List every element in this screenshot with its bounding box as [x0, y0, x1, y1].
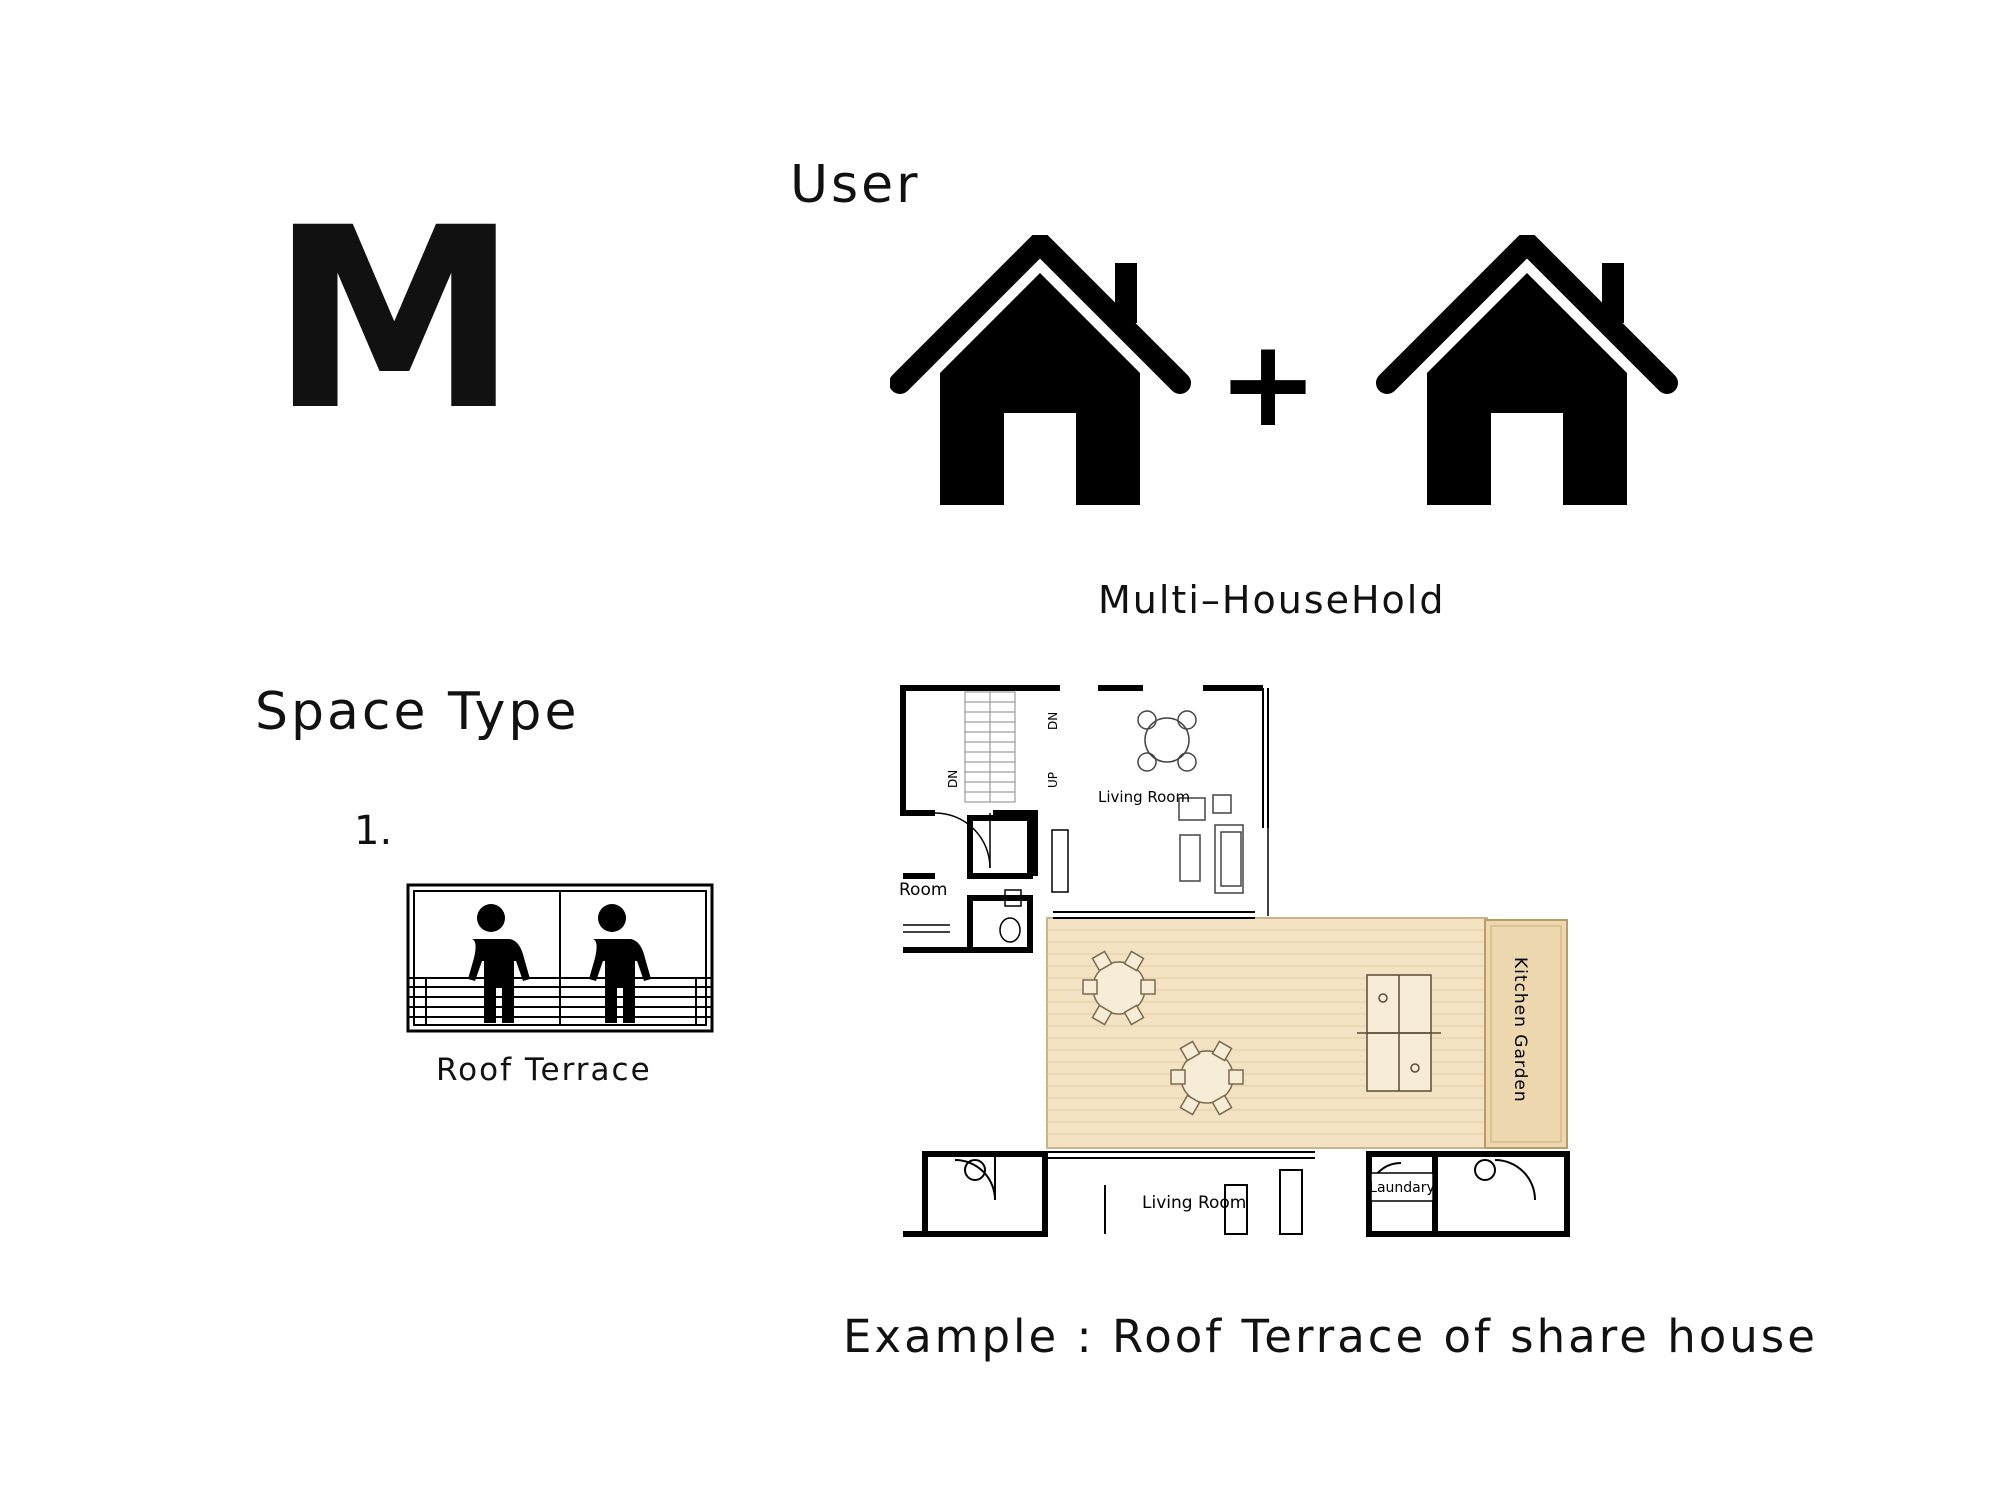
dining-table — [1137, 710, 1197, 772]
example-floor-plan: Kitchen Garden DN UP DN — [899, 685, 1570, 1237]
living-room-label-top: Living Room — [1098, 788, 1190, 806]
space-item-label: Roof Terrace — [436, 1052, 652, 1088]
space-item-number: 1. — [354, 808, 393, 854]
user-caption: Multi–HouseHold — [1098, 578, 1446, 622]
house-icon — [1376, 235, 1678, 505]
space-type-heading: Space Type — [255, 682, 580, 742]
roof-terrace-people-icon — [406, 883, 714, 1033]
person-icon — [468, 904, 530, 1023]
example-caption: Example : Roof Terrace of share house — [843, 1310, 1818, 1363]
stair — [964, 691, 1016, 803]
user-icons-group: + — [890, 235, 1678, 505]
plus-operator: + — [1218, 315, 1319, 454]
category-letter: M — [270, 174, 519, 465]
terrace-table — [1082, 950, 1156, 1026]
stair-dn-label: DN — [946, 770, 960, 788]
ping-pong-table — [1357, 974, 1441, 1092]
laundary-label: Laundary — [1369, 1180, 1435, 1196]
person-icon — [589, 904, 651, 1023]
sofa-set — [1178, 794, 1244, 894]
terrace-table — [1170, 1040, 1244, 1116]
kitchen-garden-label: Kitchen Garden — [1510, 957, 1530, 1103]
stair-dn-label: DN — [1046, 712, 1060, 730]
room-label: Room — [899, 880, 947, 900]
kitchen-garden-bed — [1484, 919, 1568, 1149]
house-icon — [890, 235, 1191, 505]
user-heading: User — [790, 155, 921, 215]
stair-up-label: UP — [1046, 772, 1060, 788]
living-room-label-bottom: Living Room — [1142, 1193, 1246, 1213]
